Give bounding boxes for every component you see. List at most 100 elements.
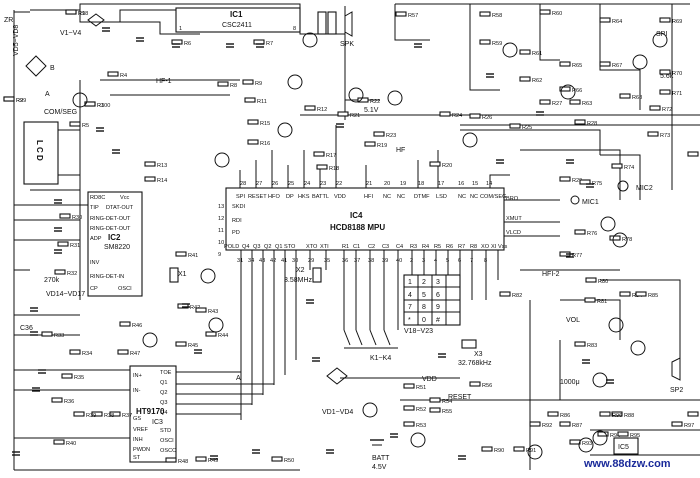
resistor-body — [439, 111, 451, 117]
svg-text:R1: R1 — [342, 244, 349, 250]
svg-text:Vss: Vss — [498, 244, 508, 250]
transistor-symbol — [200, 268, 216, 284]
hf-labels: HF-1 HFI-2 HF SPI VOL 5.1V 270k 1000μ 5.… — [20, 31, 674, 386]
resistor-label: R28 — [587, 121, 597, 127]
resistor-body — [84, 101, 96, 107]
resistor-label: R82 — [512, 293, 522, 299]
resistor-label: R23 — [386, 133, 396, 139]
svg-text:8: 8 — [422, 304, 426, 311]
svg-text:POLD: POLD — [224, 244, 239, 250]
svg-text:36: 36 — [342, 258, 348, 264]
svg-text:VLCD: VLCD — [506, 230, 521, 236]
svg-text:34: 34 — [248, 258, 254, 264]
resistor-label: R90 — [494, 448, 504, 454]
resistor-label: R97 — [684, 423, 694, 429]
spk-label: SPK — [340, 41, 354, 48]
transistor-symbol — [302, 32, 318, 48]
resistor-label: R11 — [257, 99, 267, 105]
svg-text:*: * — [408, 317, 411, 324]
svg-text:35: 35 — [324, 258, 330, 264]
svg-text:CP: CP — [90, 286, 98, 292]
resistor-label: R91 — [526, 448, 536, 454]
resistor-body — [574, 229, 586, 235]
resistor-label: R27 — [552, 101, 562, 107]
svg-text:16: 16 — [458, 181, 464, 187]
resistor-label: R81 — [597, 299, 607, 305]
resistor-body — [144, 161, 156, 167]
resistor-body — [69, 349, 81, 355]
svg-text:1: 1 — [179, 26, 182, 32]
svg-text:RING-DET-OUT: RING-DET-OUT — [90, 216, 131, 222]
resistor-label: R25 — [522, 125, 532, 131]
svg-text:R5: R5 — [434, 244, 441, 250]
svg-text:5: 5 — [422, 292, 426, 299]
bridge-rectifier-v1-v4: V1~V4 — [60, 13, 105, 37]
svg-text:13: 13 — [218, 204, 224, 210]
resistor-body — [395, 11, 407, 17]
resistor-label: R41 — [188, 253, 198, 259]
resistor-body — [217, 81, 229, 87]
svg-text:STD: STD — [160, 428, 171, 434]
resistor-body — [619, 93, 631, 99]
resistor-body — [373, 131, 385, 137]
svg-text:C2: C2 — [368, 244, 375, 250]
resistor-body — [617, 431, 629, 437]
svg-text:DTAT-OUT: DTAT-OUT — [106, 205, 134, 211]
svg-text:IN+: IN+ — [133, 373, 142, 379]
resistor-body — [649, 105, 661, 111]
resistor-label: R55 — [442, 409, 452, 415]
sp2-label: SP2 — [670, 387, 683, 394]
resistor-body — [659, 89, 671, 95]
vd14-label: VD14~VD17 — [46, 291, 85, 298]
svg-text:BATTL: BATTL — [312, 194, 329, 200]
resistor-label: R21 — [350, 113, 360, 119]
resistor-body — [91, 411, 103, 417]
resistor-body — [403, 383, 415, 389]
hf1b-label: HFI-2 — [542, 271, 560, 278]
svg-text:43: 43 — [259, 258, 265, 264]
keypad-matrix: 1 2 3 4 5 6 7 8 9 * 0 # V18~V23 — [403, 274, 461, 335]
svg-text:RESET: RESET — [248, 194, 267, 200]
svg-text:NC: NC — [470, 194, 478, 200]
svg-text:NC: NC — [397, 194, 405, 200]
transistor-symbol — [462, 132, 478, 148]
resistor-label: R87 — [572, 423, 582, 429]
resistor-label: R43 — [208, 309, 218, 315]
resistor-body — [175, 251, 187, 257]
svg-text:RING-DET-IN: RING-DET-IN — [90, 274, 124, 280]
top-wiring — [13, 3, 700, 190]
resistor-label: R9 — [255, 81, 262, 87]
resistor-label: R44 — [218, 333, 228, 339]
svg-text:XO: XO — [481, 244, 490, 250]
resistor-body — [469, 113, 481, 119]
svg-text:Q4: Q4 — [160, 410, 167, 416]
resistor-label: R7 — [266, 41, 273, 47]
x2-label: X2 — [296, 267, 305, 274]
resistor-label: R63 — [582, 101, 592, 107]
svg-text:HKS: HKS — [298, 194, 310, 200]
resistor-label: R96 — [612, 413, 622, 419]
transistor-symbol — [348, 87, 364, 103]
resistor-body — [41, 331, 53, 337]
resistor-label: R62 — [532, 78, 542, 84]
svg-text:20: 20 — [384, 181, 390, 187]
ic4-left-pin-numbers: 13 12 11 10 9 — [218, 204, 224, 258]
resistor-body — [195, 456, 207, 462]
resistor-label: R98 — [78, 11, 88, 17]
resistor-body — [579, 179, 591, 185]
svg-text:#: # — [436, 317, 440, 324]
ic4-part: HCD8188 MPU — [330, 223, 385, 232]
resistor-label: R70 — [672, 71, 682, 77]
transistor-symbol — [72, 92, 88, 108]
svg-text:39: 39 — [382, 258, 388, 264]
svg-text:C3: C3 — [382, 244, 389, 250]
svg-text:7: 7 — [408, 304, 412, 311]
svg-text:18: 18 — [418, 181, 424, 187]
transistor-symbol — [630, 340, 646, 356]
transistor-symbol — [600, 216, 616, 232]
x1-label: X1 — [178, 271, 187, 278]
ic4-bottom-pin-numbers: 31 34 43 42 41 30 29 35 36 37 38 39 40 2… — [237, 258, 487, 264]
resistor-label: R83 — [587, 343, 597, 349]
ic4-chip: IC4 HCD8188 MPU — [225, 187, 505, 251]
resistor-body — [205, 331, 217, 337]
